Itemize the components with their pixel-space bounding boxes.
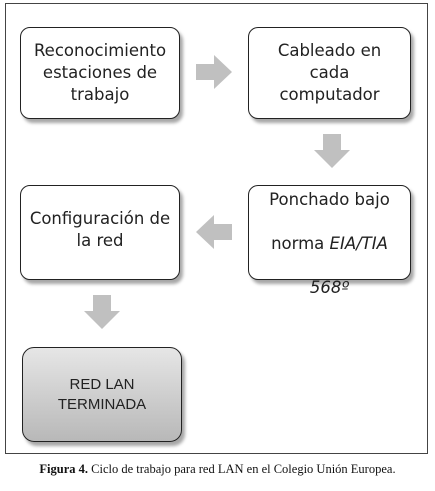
arrow-right xyxy=(196,55,232,89)
figure-caption-text: Ciclo de trabajo para red LAN en el Cole… xyxy=(88,462,396,476)
node-final-label: RED LAN TERMINADA xyxy=(57,375,147,413)
node-configuracion-label: Configuración de la red xyxy=(29,209,171,250)
node-red-lan-terminada: RED LAN TERMINADA xyxy=(22,347,182,442)
figure-caption: Figura 4. Ciclo de trabajo para red LAN … xyxy=(0,462,435,477)
node-reconocimiento: Reconocimiento estaciones de trabajo xyxy=(20,27,180,119)
arrow-down-1 xyxy=(314,134,350,168)
node-ponchado: Ponchado bajo norma EIA/TIA 568º xyxy=(248,185,411,297)
node-cableado-label: Cableado en cada computador xyxy=(277,41,382,104)
arrow-down-2 xyxy=(84,295,120,329)
node-ponchado-label: Ponchado bajo norma EIA/TIA 568º xyxy=(269,167,390,299)
node-cableado: Cableado en cada computador xyxy=(248,27,411,119)
node-ponchado-line2-italic: EIA/TIA xyxy=(329,233,388,253)
node-ponchado-line2-prefix: norma xyxy=(271,233,330,253)
arrow-left xyxy=(196,215,232,249)
figure-caption-prefix: Figura 4. xyxy=(39,462,89,476)
node-configuracion: Configuración de la red xyxy=(20,185,180,280)
node-ponchado-line1: Ponchado bajo xyxy=(269,189,390,209)
node-reconocimiento-label: Reconocimiento estaciones de trabajo xyxy=(33,41,167,104)
node-ponchado-line3: 568º xyxy=(309,277,350,297)
